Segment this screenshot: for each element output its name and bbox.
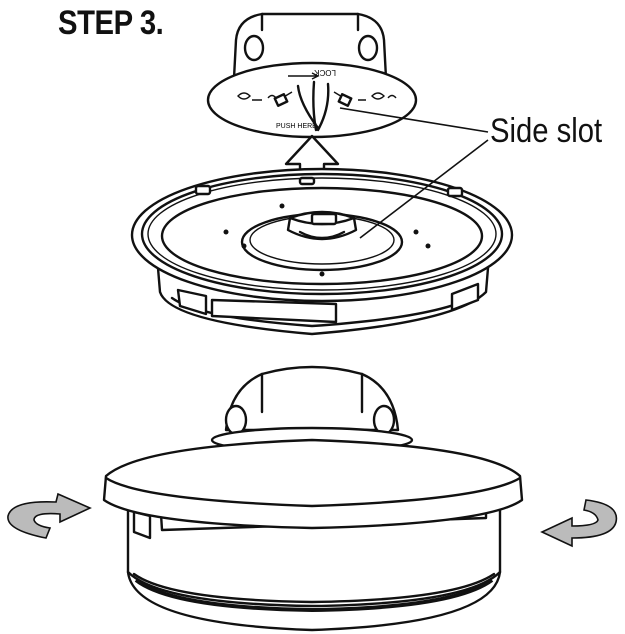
plate-lock-marking: LOCK (314, 68, 336, 77)
rotate-right-arrow-icon (540, 499, 618, 548)
plate-push-marking: PUSH HERE (276, 123, 317, 130)
light-fixture-open (130, 167, 514, 336)
side-slot-leader (339, 107, 489, 239)
side-slot-label: Side slot (490, 112, 603, 150)
rotate-left-arrow-icon (7, 492, 92, 539)
light-fixture-assembled (102, 365, 524, 632)
mounting-plate: LOCK PUSH HERE (206, 12, 418, 139)
step-title: STEP 3. (58, 4, 164, 42)
